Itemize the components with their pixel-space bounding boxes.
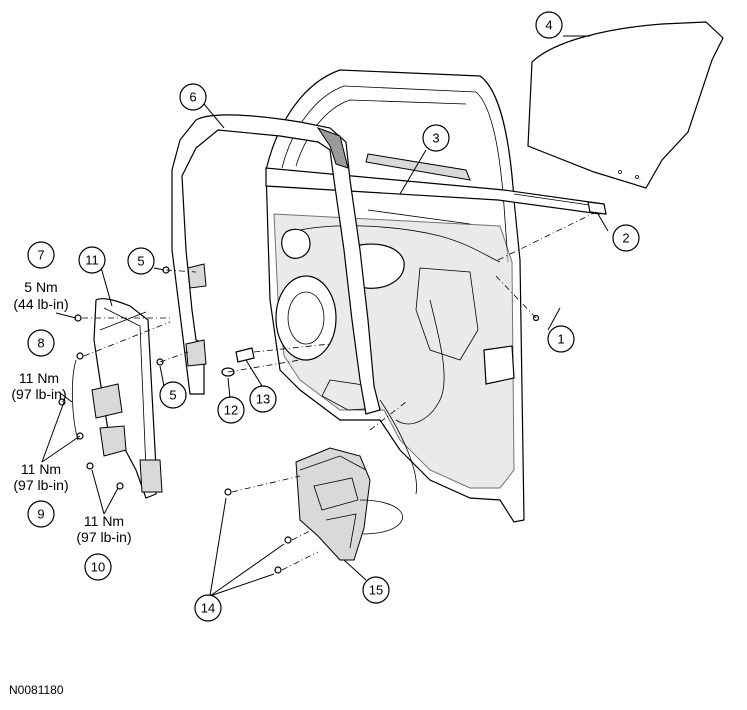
leader-lines	[41, 35, 609, 597]
svg-text:5 Nm: 5 Nm	[24, 279, 57, 295]
svg-text:(44 lb-in): (44 lb-in)	[13, 296, 68, 312]
torque-spec-10: 11 Nm (97 lb-in)	[76, 513, 131, 545]
callout-12: 12	[217, 396, 245, 424]
svg-text:15: 15	[369, 583, 383, 598]
svg-text:14: 14	[201, 601, 215, 616]
svg-text:5: 5	[169, 388, 176, 403]
callout-9: 9	[27, 500, 55, 528]
svg-text:4: 4	[545, 18, 552, 33]
torque-spec-9: 11 Nm (97 lb-in)	[13, 461, 68, 493]
callout-8: 8	[27, 329, 55, 357]
svg-text:11: 11	[85, 253, 99, 268]
svg-text:8: 8	[37, 336, 44, 351]
svg-text:(97 lb-in): (97 lb-in)	[11, 386, 66, 402]
svg-text:11 Nm: 11 Nm	[84, 513, 124, 529]
callout-1: 1	[547, 325, 575, 353]
svg-text:3: 3	[432, 131, 439, 146]
callout-6: 6	[179, 83, 207, 111]
callout-15: 15	[362, 576, 390, 604]
callout-14: 14	[194, 594, 222, 622]
svg-text:9: 9	[37, 507, 44, 522]
svg-text:6: 6	[189, 90, 196, 105]
door-glass	[527, 21, 724, 189]
callout-13: 13	[249, 385, 277, 413]
svg-text:11 Nm: 11 Nm	[19, 370, 59, 386]
callout-5-upper: 5	[127, 247, 155, 275]
callout-5-lower: 5	[159, 381, 187, 409]
callout-10: 10	[84, 553, 112, 581]
svg-text:(97 lb-in): (97 lb-in)	[13, 477, 68, 493]
svg-text:7: 7	[37, 248, 44, 263]
svg-text:10: 10	[91, 560, 105, 575]
alignment-lines	[82, 211, 597, 571]
callout-3: 3	[422, 124, 450, 152]
svg-text:11 Nm: 11 Nm	[21, 461, 61, 477]
door-frame-trim	[171, 114, 381, 415]
svg-text:13: 13	[256, 392, 270, 407]
torque-spec-7: 5 Nm (44 lb-in)	[13, 279, 68, 312]
svg-text:2: 2	[622, 231, 629, 246]
window-regulator	[71, 298, 163, 499]
callout-11: 11	[78, 246, 106, 274]
callout-2: 2	[612, 224, 640, 252]
torque-spec-8: 11 Nm (97 lb-in)	[11, 370, 66, 402]
figure-id-label: N0081180	[9, 683, 64, 697]
door-latch-module	[295, 447, 403, 561]
callout-7: 7	[27, 241, 55, 269]
callout-4: 4	[535, 11, 563, 39]
svg-text:12: 12	[224, 403, 238, 418]
svg-text:1: 1	[557, 332, 564, 347]
svg-text:5: 5	[137, 254, 144, 269]
svg-text:(97 lb-in): (97 lb-in)	[76, 529, 131, 545]
